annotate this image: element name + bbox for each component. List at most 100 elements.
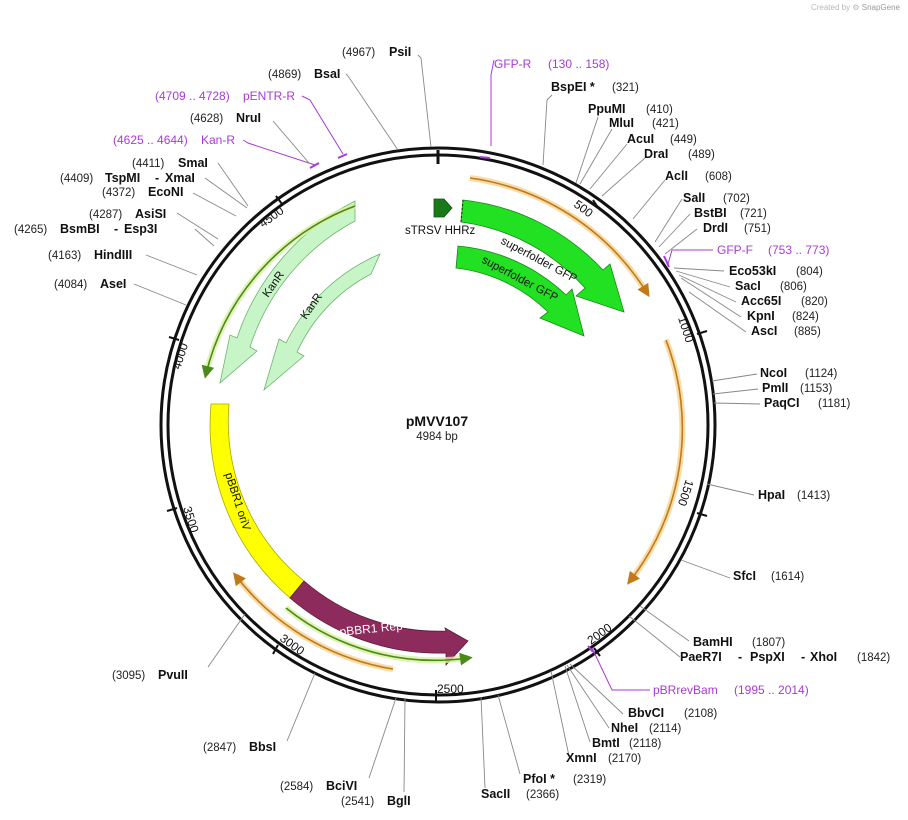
svg-text:(1995 .. 2014): (1995 .. 2014) bbox=[734, 683, 809, 697]
primer-kan-r[interactable]: (4625 .. 4644) Kan-R bbox=[113, 133, 320, 169]
enzyme-acc65i[interactable]: Acc65I (820) bbox=[678, 274, 828, 308]
enzyme-eco53ki[interactable]: Eco53kI (804) bbox=[673, 264, 823, 278]
feature-kanr-2[interactable] bbox=[263, 253, 381, 392]
svg-text:(885): (885) bbox=[794, 326, 821, 338]
feature-pbbr1-oriv[interactable] bbox=[209, 403, 305, 599]
enzyme-paqci[interactable]: PaqCI (1181) bbox=[713, 396, 851, 410]
enzyme-paer7i-pspxi-xhoi[interactable]: PaeR7I - PspXI - XhoI (1842) bbox=[628, 615, 890, 664]
snapgene-credit: Created by ⚙ SnapGene bbox=[811, 3, 900, 12]
enzyme-xmni[interactable]: XmnI (2170) bbox=[550, 670, 641, 765]
svg-text:(702): (702) bbox=[723, 193, 750, 205]
svg-text:TspMI: TspMI bbox=[105, 171, 140, 185]
primer-pbrrevbam[interactable]: pBRrevBam (1995 .. 2014) bbox=[587, 645, 809, 697]
svg-text:(1153): (1153) bbox=[800, 383, 833, 395]
svg-text:(2541): (2541) bbox=[341, 796, 374, 808]
primer-gfp-f[interactable]: GFP-F (753 .. 773) bbox=[663, 243, 829, 268]
svg-text:4500: 4500 bbox=[257, 203, 287, 230]
enzyme-asci[interactable]: AscI (885) bbox=[688, 291, 821, 338]
enzyme-nhei[interactable]: NheI (2114) bbox=[566, 664, 682, 735]
enzyme-bamhi[interactable]: BamHI (1807) bbox=[639, 605, 785, 649]
svg-text:(3095): (3095) bbox=[112, 670, 145, 682]
svg-text:SacII: SacII bbox=[481, 787, 510, 801]
enzyme-bsmbi-esp3i[interactable]: (4265) BsmBI - Esp3I bbox=[14, 222, 215, 247]
enzyme-sacii[interactable]: SacII (2366) bbox=[480, 696, 559, 801]
svg-text:-: - bbox=[155, 171, 159, 185]
svg-text:MluI: MluI bbox=[609, 116, 634, 130]
svg-text:AcuI: AcuI bbox=[627, 132, 654, 146]
svg-text:(806): (806) bbox=[780, 281, 807, 293]
enzyme-tspmi-xmai[interactable]: (4409) TspMI - XmaI bbox=[60, 171, 248, 209]
enzyme-bbvci[interactable]: BbvCI (2108) bbox=[569, 663, 717, 720]
enzyme-asei[interactable]: (4084) AseI bbox=[54, 277, 187, 306]
plasmid-name: pMVV107 bbox=[406, 413, 468, 429]
svg-text:BbvCI: BbvCI bbox=[628, 706, 664, 720]
svg-text:DrdI: DrdI bbox=[703, 221, 728, 235]
enzyme-kpni[interactable]: KpnI (824) bbox=[680, 277, 819, 323]
svg-text:(1614): (1614) bbox=[771, 571, 804, 583]
svg-text:(751): (751) bbox=[744, 223, 771, 235]
svg-text:DraI: DraI bbox=[644, 147, 668, 161]
svg-text:(4163): (4163) bbox=[48, 250, 81, 262]
svg-text:AsiSI: AsiSI bbox=[135, 207, 166, 221]
enzyme-acui[interactable]: AcuI (449) bbox=[589, 132, 697, 190]
svg-text:(804): (804) bbox=[796, 266, 823, 278]
svg-text:BamHI: BamHI bbox=[693, 635, 733, 649]
enzyme-sali[interactable]: SalI (702) bbox=[654, 191, 750, 243]
backbone-outer bbox=[159, 146, 717, 704]
svg-text:BbsI: BbsI bbox=[249, 740, 276, 754]
enzyme-bsai[interactable]: (4869) BsaI bbox=[268, 67, 399, 151]
feature-superfolder-gfp-2[interactable] bbox=[455, 245, 585, 337]
feature-strsv-hhrz[interactable] bbox=[433, 198, 453, 218]
svg-text:pENTR-R: pENTR-R bbox=[243, 89, 295, 103]
enzyme-hindiii[interactable]: (4163) HindIII bbox=[48, 248, 198, 276]
svg-text:(1842): (1842) bbox=[857, 652, 890, 664]
enzyme-sfci[interactable]: SfcI (1614) bbox=[680, 559, 804, 583]
svg-text:(421): (421) bbox=[652, 118, 679, 130]
enzyme-nrui[interactable]: (4628) NruI bbox=[190, 111, 310, 164]
svg-text:HpaI: HpaI bbox=[758, 488, 785, 502]
svg-text:(2584): (2584) bbox=[280, 781, 313, 793]
enzyme-smai[interactable]: (4411) SmaI bbox=[132, 156, 249, 207]
tick-3500: 3500 bbox=[166, 505, 202, 535]
enzyme-bmti[interactable]: BmtI (2118) bbox=[564, 665, 662, 750]
feature-superfolder-gfp-1[interactable] bbox=[460, 199, 625, 313]
enzyme-ncoi[interactable]: NcoI (1124) bbox=[711, 366, 838, 382]
enzyme-psii[interactable]: (4967) PsiI bbox=[342, 45, 432, 148]
feature-kanr-1[interactable] bbox=[219, 200, 356, 385]
svg-text:BsmBI: BsmBI bbox=[60, 222, 100, 236]
enzyme-bbsi[interactable]: (2847) BbsI bbox=[203, 672, 316, 754]
svg-text:(410): (410) bbox=[646, 104, 673, 116]
snapgene-logo-icon: ⚙ bbox=[852, 3, 860, 12]
enzyme-drai[interactable]: DraI (489) bbox=[601, 147, 715, 197]
enzyme-mlui[interactable]: MluI (421) bbox=[579, 116, 679, 185]
label-pbbr1-rep: pBBR1 Rep bbox=[339, 618, 404, 639]
enzyme-asisi[interactable]: (4287) AsiSI bbox=[89, 207, 219, 240]
enzyme-acli[interactable]: AclI (608) bbox=[632, 169, 732, 220]
feature-pbbr1-rep[interactable] bbox=[289, 580, 469, 667]
svg-text:(608): (608) bbox=[705, 171, 732, 183]
enzyme-pfoi[interactable]: PfoI * (2319) bbox=[497, 694, 606, 786]
svg-text:KpnI: KpnI bbox=[747, 309, 775, 323]
svg-text:(130 .. 158): (130 .. 158) bbox=[548, 57, 609, 71]
svg-text:SalI: SalI bbox=[683, 191, 705, 205]
svg-text:SacI: SacI bbox=[735, 279, 761, 293]
svg-text:(2118): (2118) bbox=[629, 738, 662, 750]
enzyme-bstbi[interactable]: BstBI (721) bbox=[658, 206, 767, 248]
enzyme-saci[interactable]: SacI (806) bbox=[675, 270, 807, 293]
enzyme-bspei[interactable]: BspEI * (321) bbox=[542, 80, 639, 166]
enzyme-bgli[interactable]: (2541) BglI bbox=[341, 698, 411, 808]
enzyme-econi[interactable]: (4372) EcoNI bbox=[102, 185, 237, 217]
enzyme-pvuii[interactable]: (3095) PvuII bbox=[112, 613, 246, 682]
svg-text:PsiI: PsiI bbox=[389, 45, 411, 59]
primer-gfp-r[interactable]: GFP-R (130 .. 158) bbox=[479, 57, 609, 159]
enzyme-ppumi[interactable]: PpuMI (410) bbox=[575, 102, 673, 184]
enzyme-drdi[interactable]: DrdI (751) bbox=[664, 221, 771, 255]
primer-pentr-r[interactable]: (4709 .. 4728) pENTR-R bbox=[155, 89, 348, 159]
svg-text:-: - bbox=[114, 222, 118, 236]
svg-text:(4287): (4287) bbox=[89, 209, 122, 221]
svg-text:PaeR7I: PaeR7I bbox=[680, 650, 722, 664]
svg-text:(1181): (1181) bbox=[818, 398, 851, 410]
enzyme-pmli[interactable]: PmlI (1153) bbox=[712, 381, 833, 395]
enzyme-bcivi[interactable]: (2584) BciVI bbox=[280, 697, 397, 793]
enzyme-hpai[interactable]: HpaI (1413) bbox=[706, 483, 830, 502]
